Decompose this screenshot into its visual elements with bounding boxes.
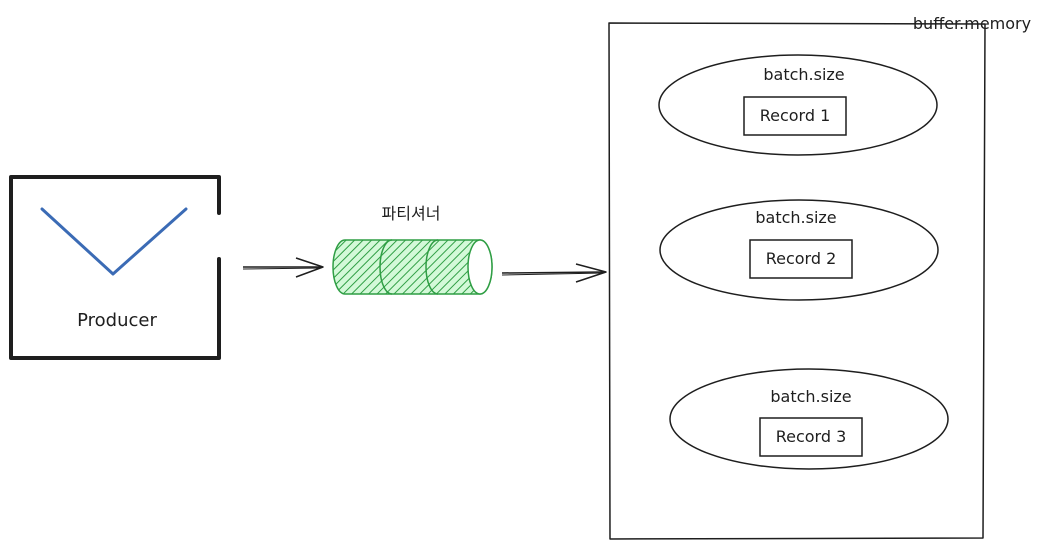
producer-label: Producer [77,310,157,331]
batch-label: batch.size [763,65,844,84]
producer-border [9,175,221,360]
batch-ellipse [658,54,938,156]
partitioner-segment-1 [379,239,393,295]
batch-1: batch.size Record 1 [658,54,938,156]
partitioner-segment-2 [425,239,439,295]
record-label: Record 3 [776,427,847,446]
record-label: Record 1 [760,106,831,125]
partitioner-cylinder: 파티셔너 [332,204,493,295]
batch-label: batch.size [770,387,851,406]
record-label: Record 2 [766,249,837,268]
producer-box: Producer [9,175,221,360]
record-box [759,417,863,457]
buffer-label: buffer.memory [913,14,1031,33]
arrow-partitioner-to-buffer [501,263,607,283]
record-box [743,96,847,136]
arrow-producer-to-partitioner [242,257,324,278]
batch-2: batch.size Record 2 [659,199,939,301]
partitioner-label: 파티셔너 [382,204,441,223]
batch-label: batch.size [755,208,836,227]
partitioner-end-cap [467,239,493,295]
producer-chevron-icon [40,207,188,276]
batch-ellipse [669,368,949,470]
buffer-memory-box: buffer.memory [608,14,1031,540]
batch-3: batch.size Record 3 [669,368,949,470]
buffer-border [608,22,986,540]
record-box [749,239,853,279]
batch-ellipse [659,199,939,301]
